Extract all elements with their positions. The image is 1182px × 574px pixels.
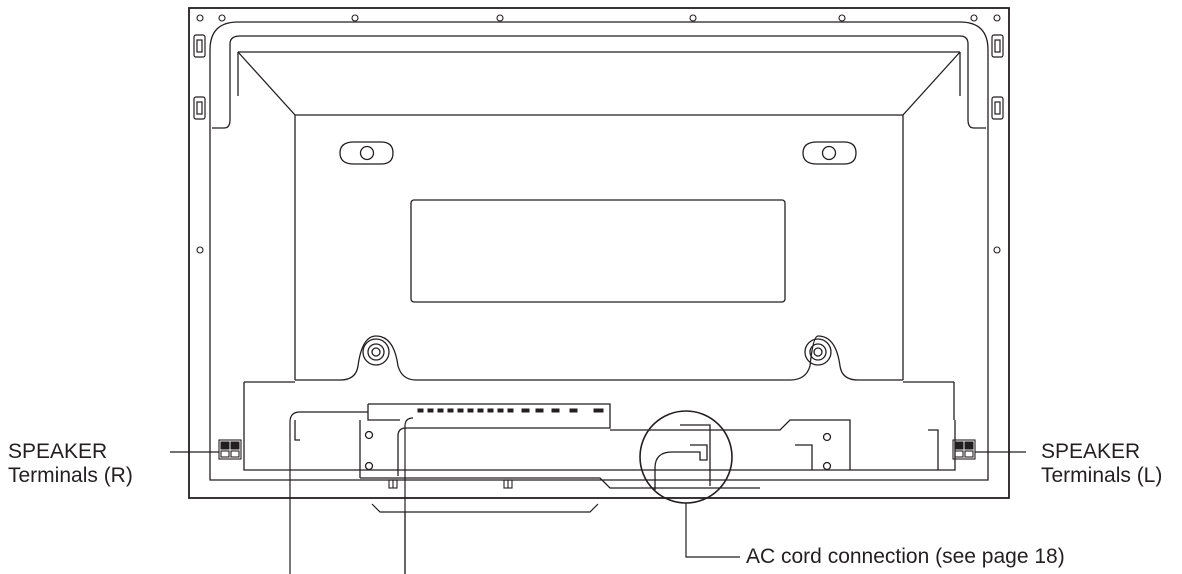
ac-cord-detail <box>639 410 733 504</box>
side-handles <box>193 34 1004 120</box>
perimeter-screw-holes <box>196 14 1001 254</box>
keyhole-slots <box>339 141 857 165</box>
terminal-panel <box>367 403 611 489</box>
speaker-terminals-l-label: SPEAKER Terminals (L) <box>1041 440 1162 488</box>
speaker-r-line1: SPEAKER <box>8 440 108 463</box>
ac-cord-connection-label: AC cord connection (see page 18) <box>746 545 1065 568</box>
center-label-panel <box>410 199 786 303</box>
speaker-terminal-r <box>218 439 242 460</box>
speaker-l-line2: Terminals (L) <box>1041 464 1163 487</box>
speaker-terminal-l <box>952 439 976 460</box>
speaker-terminals-r-label: SPEAKER Terminals (R) <box>8 440 133 488</box>
speaker-l-line1: SPEAKER <box>1041 440 1141 463</box>
outer-cabinet <box>188 7 1010 499</box>
lower-section-outline <box>209 400 989 489</box>
lower-contour <box>295 335 903 381</box>
mounting-bosses <box>362 338 832 366</box>
leader-lines <box>170 411 1026 574</box>
rear-shell-outline <box>209 21 989 420</box>
speaker-r-line2: Terminals (R) <box>8 464 133 487</box>
